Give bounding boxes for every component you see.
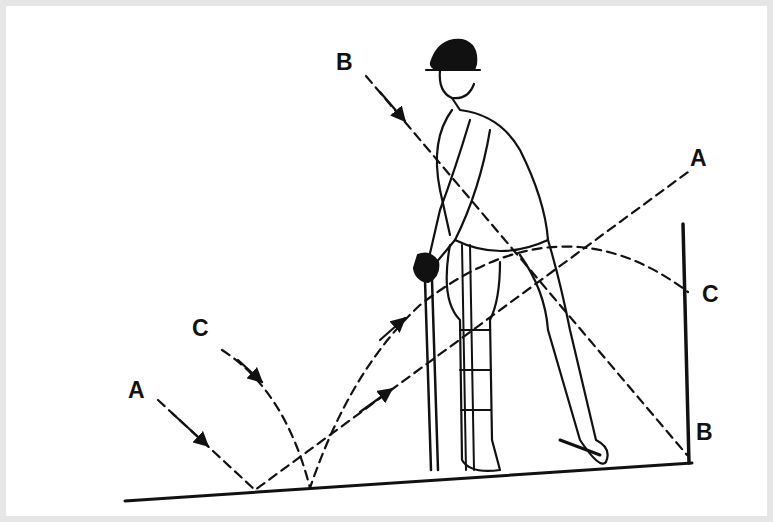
direction-arrow	[380, 92, 405, 121]
direction-arrow	[172, 413, 208, 446]
trajectory-label: B	[334, 50, 355, 75]
trajectory-label: A	[126, 378, 147, 403]
trajectory-label: A	[688, 146, 709, 171]
trajectory-c	[222, 247, 688, 488]
direction-arrow	[360, 389, 392, 412]
trajectory-label: C	[190, 316, 211, 341]
trajectory-label: C	[700, 282, 721, 307]
stump	[462, 245, 474, 470]
picture-ground	[6, 6, 767, 516]
stump	[683, 224, 689, 463]
direction-arrow	[238, 360, 262, 382]
ground-line	[125, 463, 692, 501]
trajectory-label: B	[694, 420, 715, 445]
trajectory-b	[366, 76, 687, 455]
trajectory-a	[158, 172, 688, 490]
direction-arrow	[380, 318, 405, 340]
